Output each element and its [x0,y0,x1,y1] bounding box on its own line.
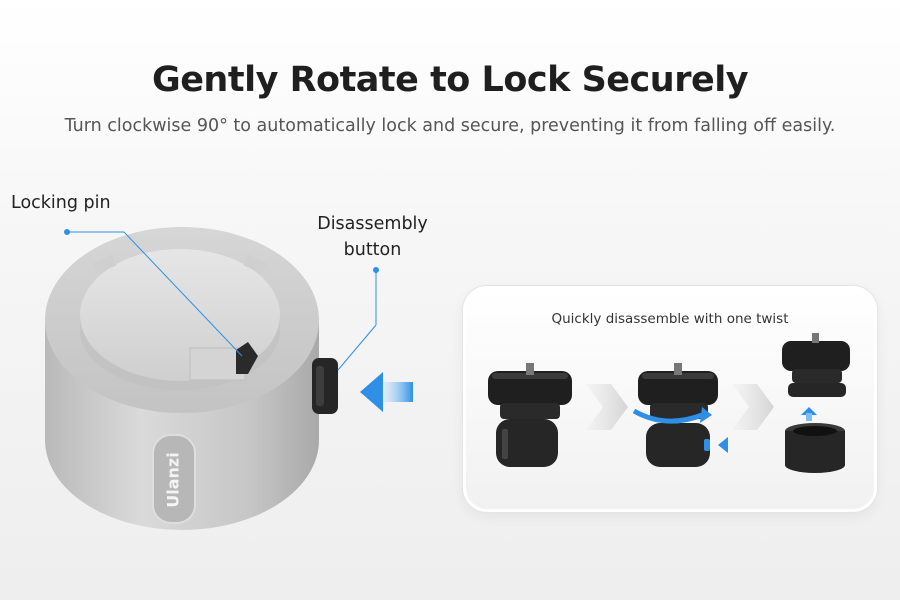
disassembly-label-line1: Disassembly [317,214,428,234]
locking-ring-illustration: Ulanzi [45,227,413,530]
lift-arrow-icon [801,407,817,415]
locking-pin-icon [236,342,258,374]
disassembly-steps-illustration [488,333,850,473]
step-arrow-1-icon [586,384,628,430]
disassembly-button-label: Disassembly button [300,211,445,263]
page-title: Gently Rotate to Lock Securely [151,60,749,100]
locking-pin-pointer [123,231,243,357]
pin-slot [189,347,246,381]
locking-pin-label: Locking pin [11,193,111,213]
disassembly-pointer [337,324,377,371]
brand-logo-text: Ulanzi [164,452,183,507]
step-arrow-2-icon [732,384,774,430]
disassembly-button-icon [312,358,338,414]
step-1-assembled-mount [488,363,572,467]
step-2-rotating-mount [632,363,728,467]
step-3-separated-parts [782,333,850,473]
rotate-arrow-icon [632,408,703,424]
press-arrow-icon [360,372,383,412]
panel-caption: Quickly disassemble with one twist [551,311,789,327]
disassembly-label-line2: button [343,240,402,260]
brand-badge [152,434,196,524]
page-subtitle: Turn clockwise 90° to automatically lock… [64,116,836,136]
disassembly-steps-panel: Quickly disassemble with one twist [463,286,877,512]
press-button-arrow-icon [718,437,728,453]
